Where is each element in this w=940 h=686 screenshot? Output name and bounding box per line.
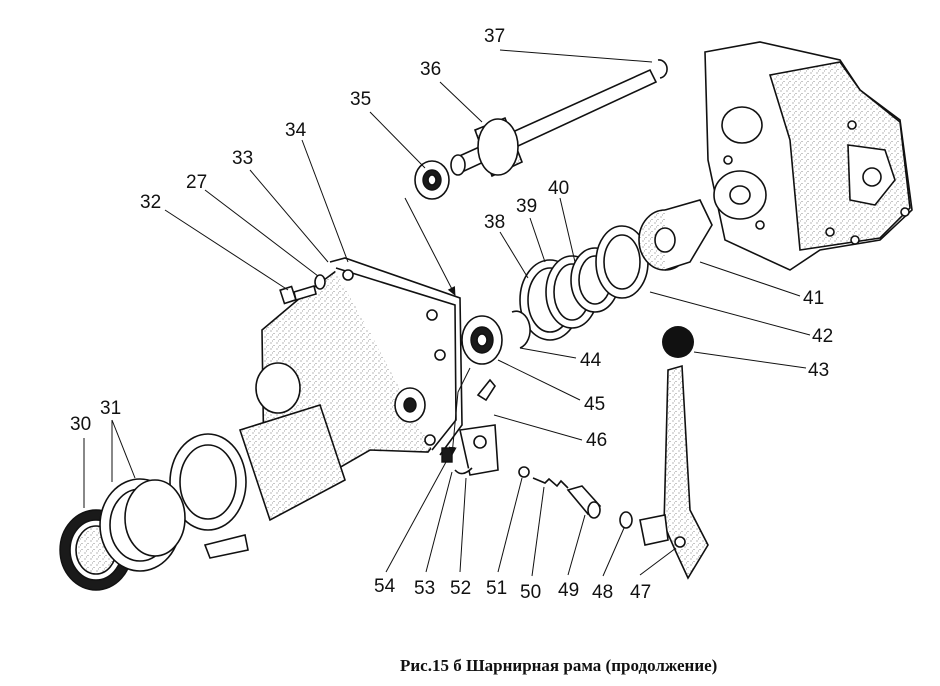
sliding-gear-41 [638, 199, 713, 271]
shaft-bearing-35 [414, 160, 450, 200]
front-cover-housing [169, 257, 463, 559]
retaining-ring-37 [657, 59, 668, 79]
callout-42: 42 [812, 326, 833, 347]
shift-fork-assembly [441, 378, 499, 476]
shift-lever [639, 326, 709, 580]
figure-caption: Рис.15 б Шарнирная рама (продолжение) [400, 656, 718, 675]
callout-52: 52 [450, 578, 471, 599]
ball-51 [518, 466, 530, 478]
callout-48: 48 [592, 582, 613, 603]
callout-49: 49 [558, 580, 579, 601]
callout-44: 44 [580, 350, 602, 371]
gearbox-housing [704, 41, 913, 271]
spring-50 [532, 477, 569, 489]
callout-30: 30 [70, 414, 91, 435]
seal-rings-31 [99, 478, 186, 572]
synchro-rings [519, 225, 649, 341]
callout-46: 46 [586, 430, 607, 451]
callout-43: 43 [808, 360, 829, 381]
assembly-arrows [404, 197, 471, 456]
o-ring-48 [619, 511, 633, 529]
washer-27 [314, 274, 326, 290]
bolt-32 [279, 284, 317, 305]
callout-41: 41 [803, 288, 824, 309]
callout-54: 54 [374, 576, 396, 597]
bearing-45 [461, 315, 503, 365]
callout-39: 39 [516, 196, 537, 217]
callout-50: 50 [520, 582, 541, 603]
callout-27: 27 [186, 172, 207, 193]
callout-31: 31 [100, 398, 121, 419]
callout-33: 33 [232, 148, 253, 169]
callout-47: 47 [630, 582, 651, 603]
circlip-44 [511, 310, 531, 349]
leader-lines [83, 49, 811, 577]
callout-40: 40 [548, 178, 569, 199]
callout-labels: 37 36 35 34 33 27 32 40 39 38 41 42 43 4… [70, 26, 833, 603]
callout-38: 38 [484, 212, 505, 233]
callout-36: 36 [420, 59, 441, 80]
callout-34: 34 [285, 120, 307, 141]
callout-37: 37 [484, 26, 505, 47]
plug-bolt-49 [566, 485, 602, 519]
callout-45: 45 [584, 394, 605, 415]
callout-51: 51 [486, 578, 507, 599]
input-shaft [450, 68, 658, 178]
callout-53: 53 [414, 578, 435, 599]
callout-32: 32 [140, 192, 161, 213]
callout-35: 35 [350, 89, 371, 110]
